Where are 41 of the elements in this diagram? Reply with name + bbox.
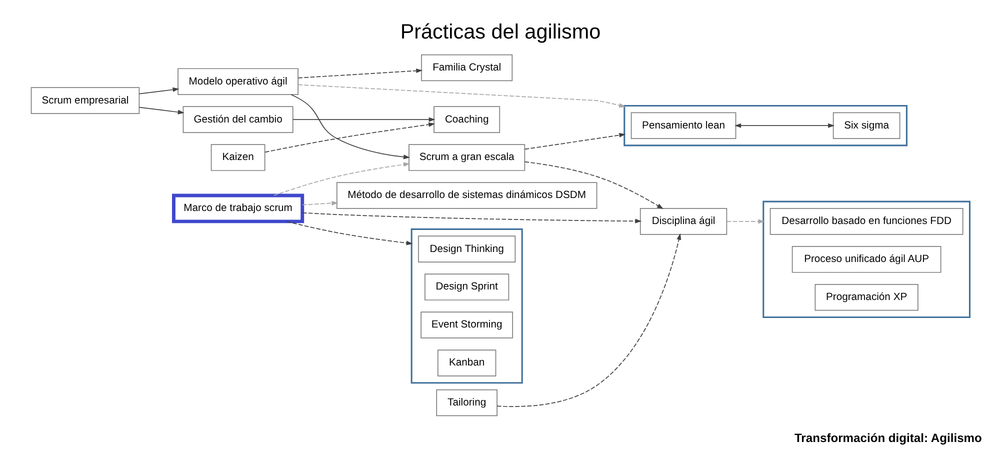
node-box: Gestión del cambio (182, 106, 293, 133)
node-box: Pensamiento lean (630, 112, 736, 139)
arrow (286, 221, 412, 246)
arrow (292, 117, 435, 122)
diagram-title: Prácticas del agilismo (400, 20, 600, 44)
node-box: Event Storming (420, 312, 513, 338)
node-box: Desarrollo basado en funciones FDD (769, 208, 963, 235)
node-box: Disciplina ágil (639, 208, 727, 235)
arrow (496, 233, 681, 407)
caption: Transformación digital: Agilismo (794, 430, 982, 445)
node-box: Design Sprint (424, 274, 509, 300)
arrow (138, 87, 179, 94)
node-box: Scrum empresarial (30, 87, 140, 114)
arrow (297, 84, 626, 108)
arrow (290, 94, 410, 160)
node-box: Modelo operativo ágil (177, 68, 298, 95)
node-box: Scrum a gran escala (408, 144, 525, 171)
arrow (734, 123, 834, 128)
cluster (762, 200, 970, 318)
node-box: Six sigma (832, 112, 900, 139)
arrow (272, 162, 410, 196)
node-box: Marco de trabajo scrum (172, 194, 304, 224)
node-box: Design Thinking (418, 236, 516, 262)
arrow (524, 132, 626, 150)
arrow (726, 219, 764, 224)
arrow (297, 68, 422, 78)
node-box: Coaching (433, 106, 500, 133)
node-box: Programación XP (814, 284, 918, 311)
node-box: Familia Crystal (420, 54, 512, 82)
arrow (264, 122, 435, 153)
node-box: Kaizen (210, 144, 265, 171)
arrow (302, 200, 338, 206)
arrow (524, 161, 663, 209)
node-box: Tailoring (436, 389, 497, 416)
cluster (410, 228, 522, 384)
arrow (301, 212, 642, 224)
arrow (138, 106, 184, 114)
node-box: Método de desarrollo de sistemas dinámicos DSDM (336, 182, 597, 209)
node-box: Proceso unificado ágil AUP (791, 246, 941, 273)
node-box: Kanban (436, 350, 496, 376)
cluster (623, 104, 907, 146)
